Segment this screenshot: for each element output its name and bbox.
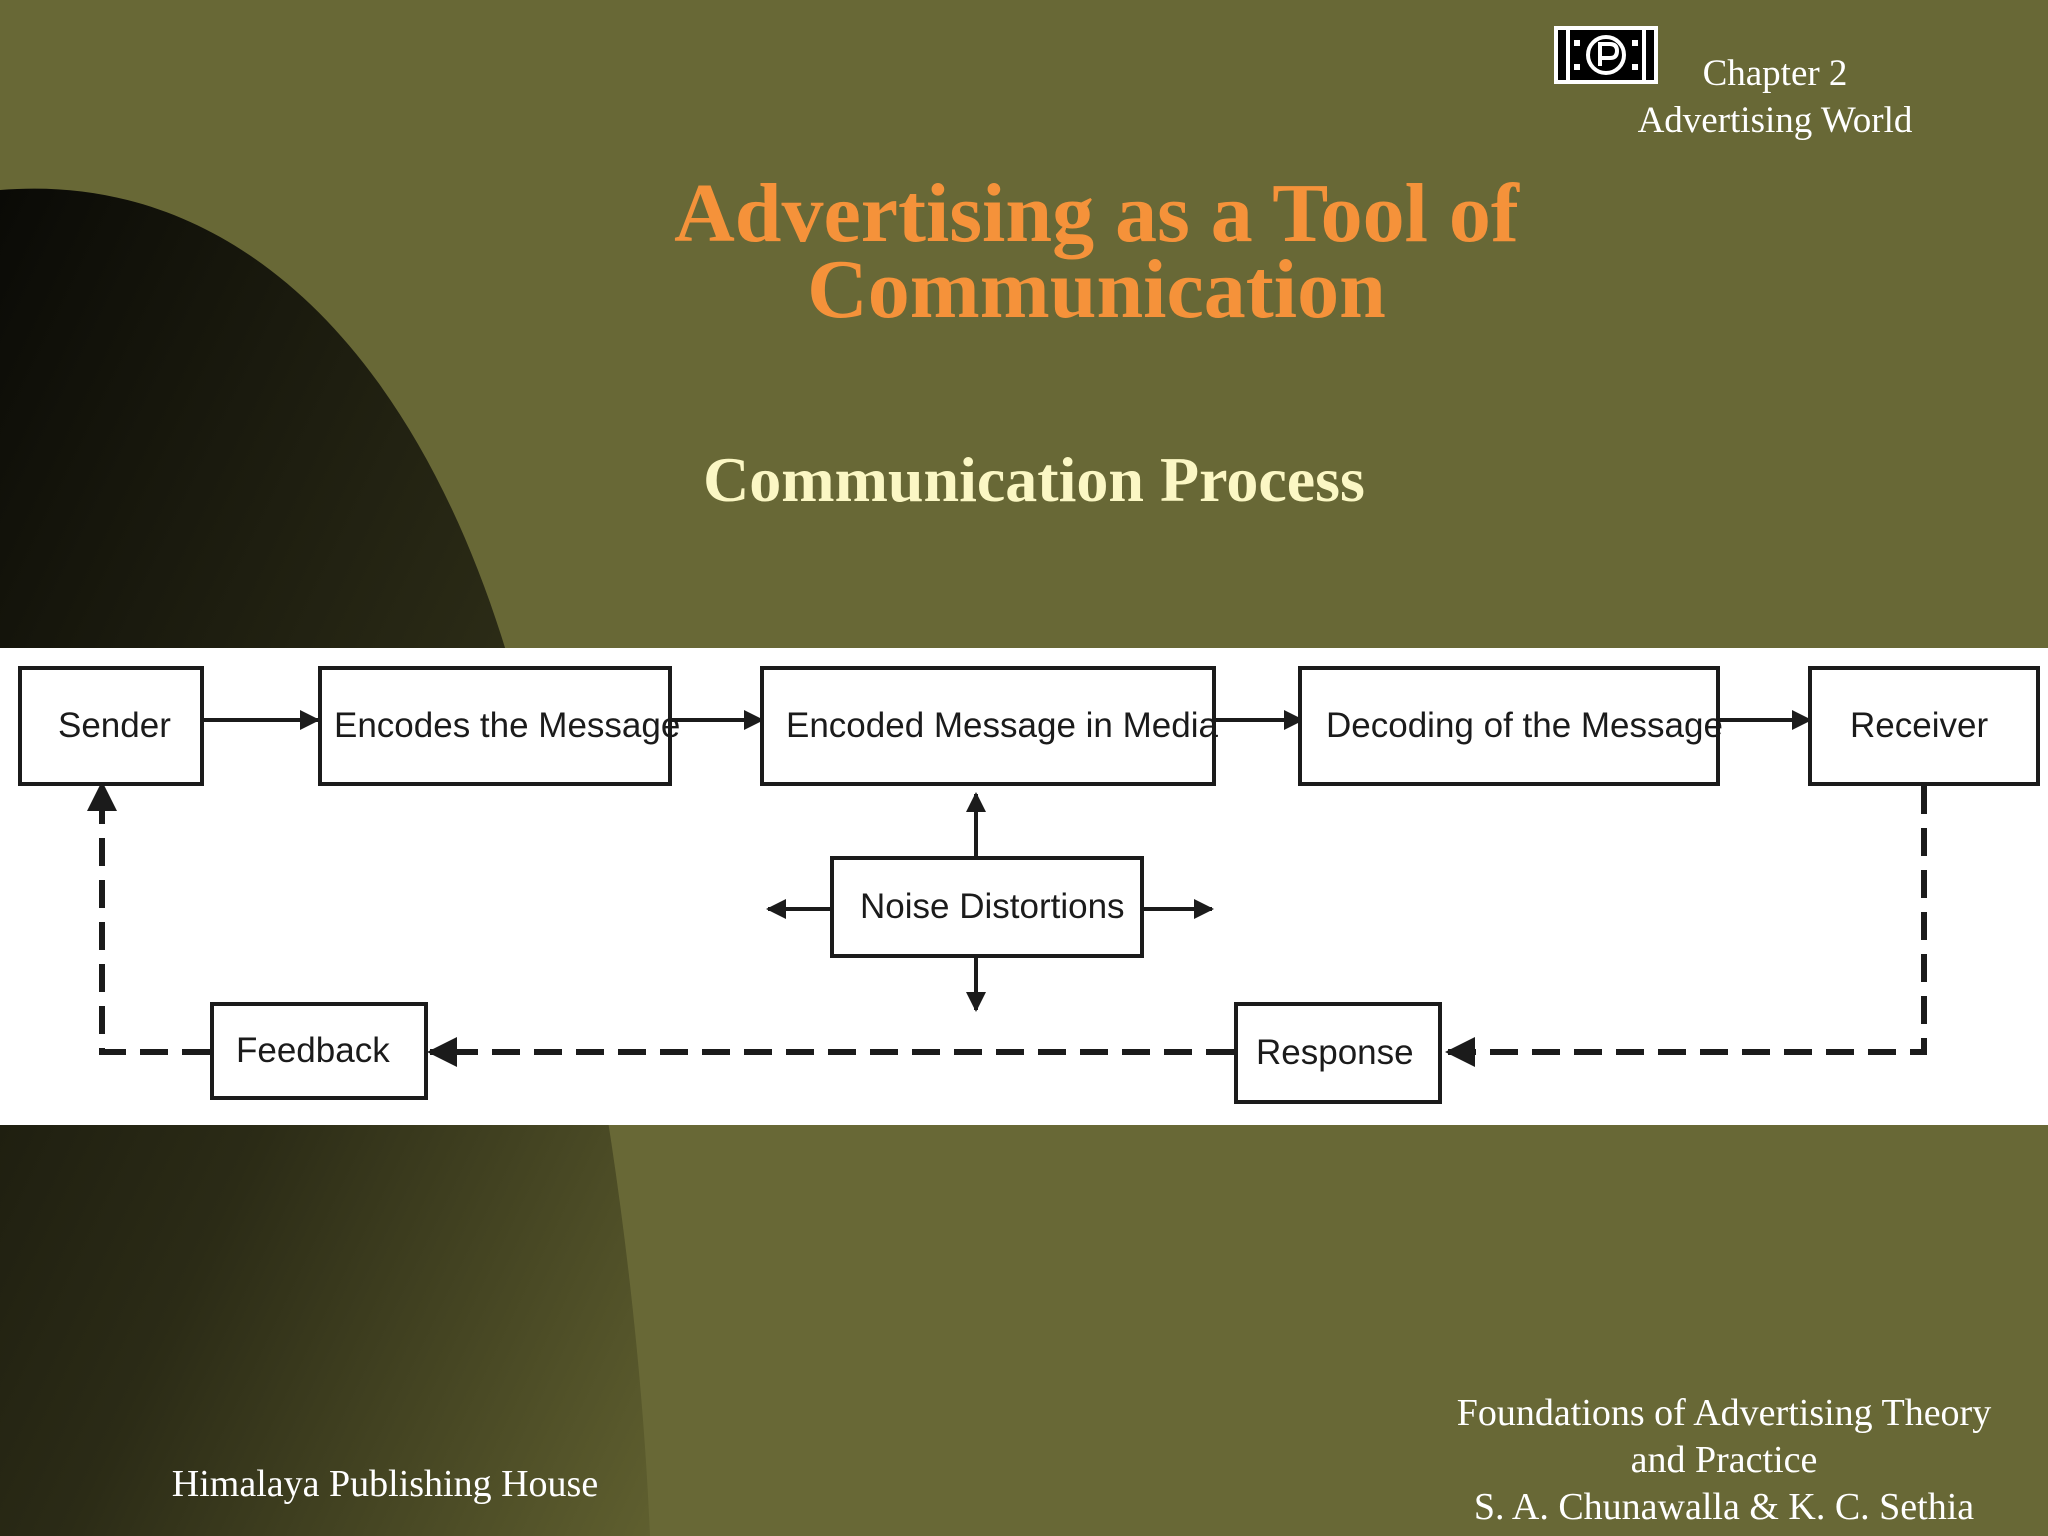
node-sender: Sender — [18, 666, 204, 786]
node-encodes-message-label: Encodes the Message — [334, 706, 681, 745]
book-citation: Foundations of Advertising Theory and Pr… — [1400, 1390, 2048, 1531]
node-feedback-label: Feedback — [236, 1031, 390, 1070]
node-encoded-message-media: Encoded Message in Media — [760, 666, 1218, 786]
book-title-line2: and Practice — [1630, 1439, 1818, 1481]
chapter-title: Advertising World — [1637, 100, 1913, 141]
node-response-label: Response — [1256, 1033, 1414, 1072]
node-noise-distortions-label: Noise Distortions — [860, 887, 1125, 926]
node-encodes-message: Encodes the Message — [318, 666, 680, 786]
book-authors: S. A. Chunawalla & K. C. Sethia — [1473, 1486, 1975, 1528]
slide-subtitle: Communication Process — [703, 444, 1365, 515]
node-sender-label: Sender — [58, 706, 171, 745]
communication-process-diagram: Sender Encodes the Message Encoded Messa… — [0, 648, 2048, 1125]
slide-title: Advertising as a Tool of Communication — [524, 167, 1669, 336]
publisher-logo — [1554, 26, 1658, 84]
node-receiver: Receiver — [1808, 666, 2040, 786]
node-decoding-message: Decoding of the Message — [1298, 666, 1723, 786]
dashed-receiver-to-response — [1445, 786, 1927, 1067]
node-feedback: Feedback — [210, 1002, 428, 1100]
dashed-feedback-to-sender — [87, 781, 210, 1055]
slide-title-line1: Advertising as a Tool of — [674, 167, 1519, 260]
node-response: Response — [1234, 1002, 1442, 1104]
node-noise-distortions: Noise Distortions — [830, 856, 1144, 958]
diagram-connectors — [87, 710, 1927, 1067]
chapter-heading: Chapter 2 Advertising World — [1560, 50, 1990, 144]
node-receiver-label: Receiver — [1850, 706, 1989, 745]
book-title-line1: Foundations of Advertising Theory — [1456, 1392, 1992, 1434]
slide-title-line2: Communication — [807, 243, 1386, 336]
node-decoding-message-label: Decoding of the Message — [1326, 706, 1723, 745]
node-encoded-message-media-label: Encoded Message in Media — [786, 706, 1218, 745]
chapter-number: Chapter 2 — [1702, 53, 1848, 94]
publisher-name: Himalaya Publishing House — [171, 1463, 599, 1505]
